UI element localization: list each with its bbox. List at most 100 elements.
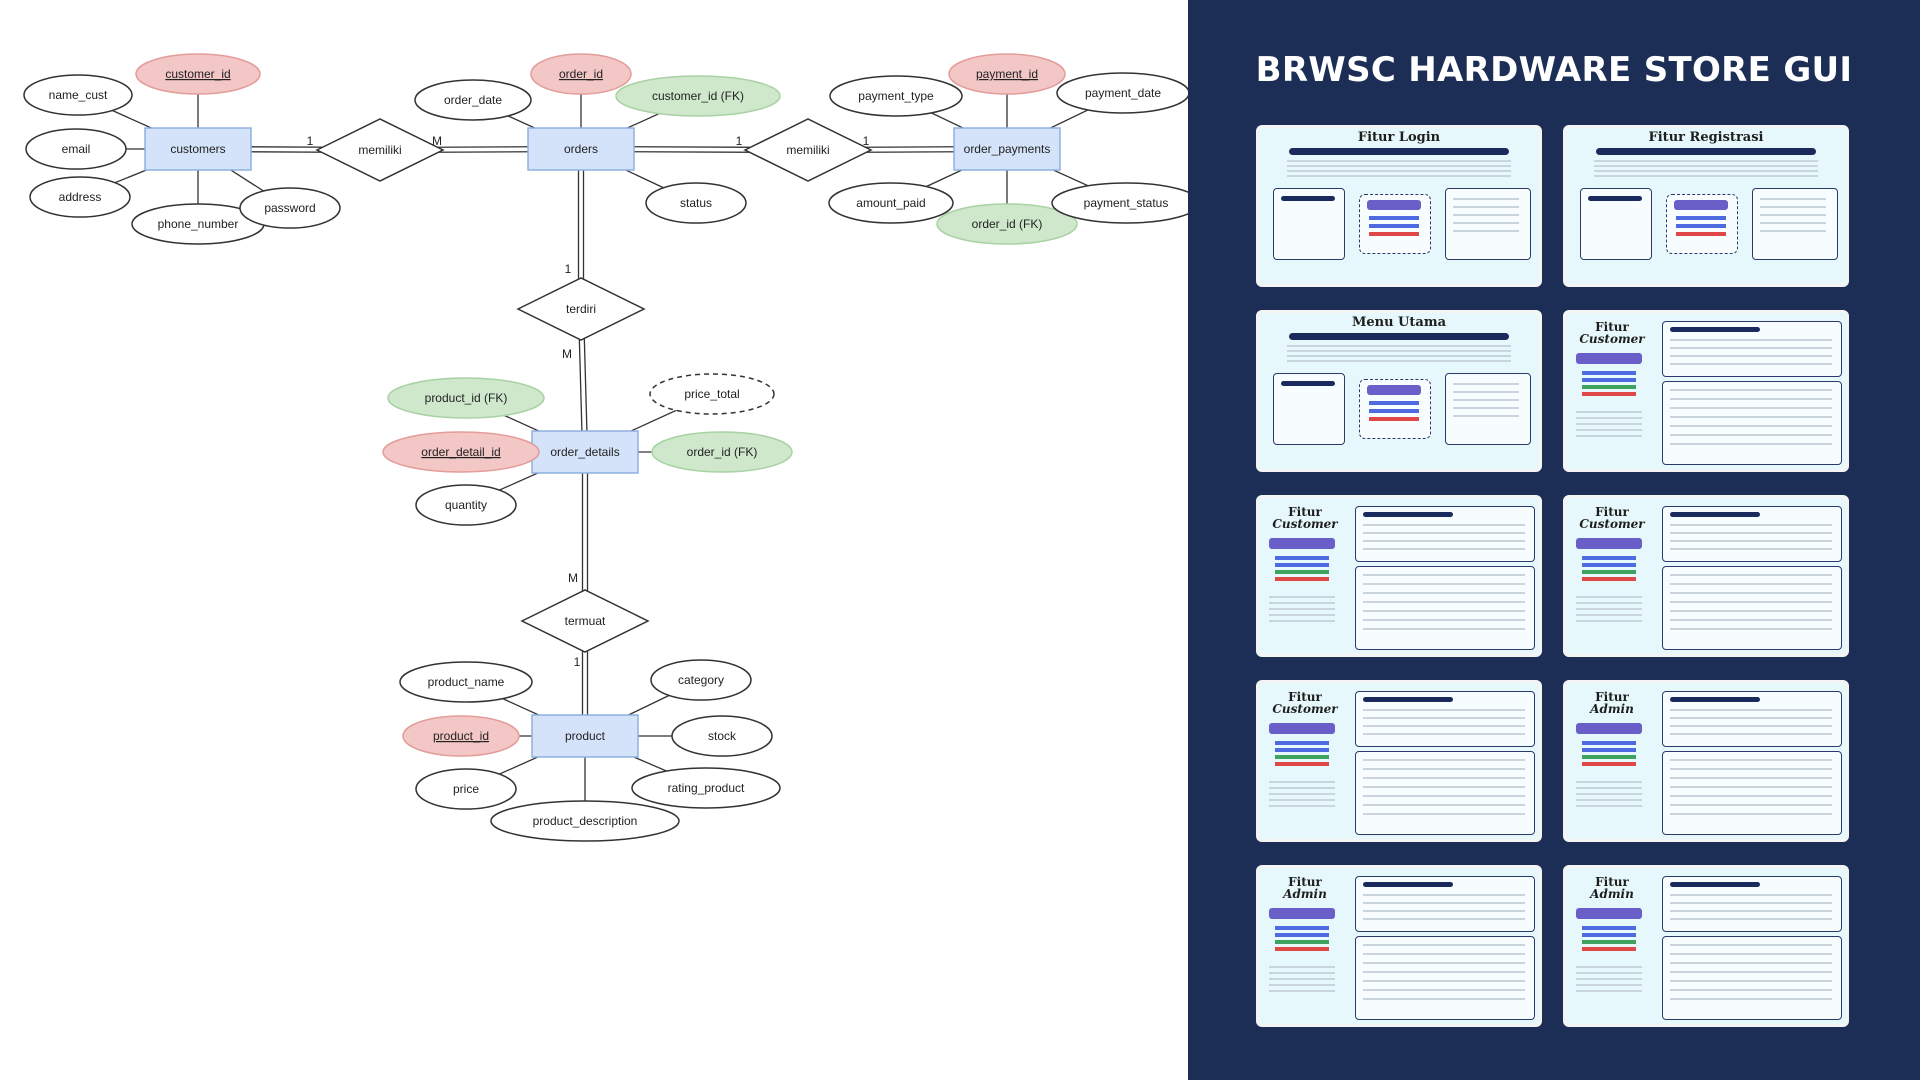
attribute-label: email xyxy=(62,142,91,156)
thumbnail-element xyxy=(1582,392,1636,396)
thumbnail-element xyxy=(1670,804,1832,806)
thumbnail-element xyxy=(1670,768,1832,770)
thumbnail-element xyxy=(1594,170,1818,172)
thumbnail-element xyxy=(1453,399,1519,401)
entity-label: orders xyxy=(564,142,598,156)
attribute-label: product_description xyxy=(533,814,638,828)
thumbnail-element xyxy=(1670,989,1832,991)
thumbnail-element xyxy=(1363,592,1525,594)
thumbnail-element xyxy=(1287,175,1511,177)
thumbnail-element xyxy=(1269,781,1335,783)
thumbnail-element xyxy=(1363,786,1525,788)
cardinality-label: M xyxy=(562,347,572,361)
thumbnail-element xyxy=(1582,933,1636,937)
thumbnail-element xyxy=(1453,407,1519,409)
entity-label: customers xyxy=(170,142,225,156)
thumbnail-element xyxy=(1269,602,1335,604)
attribute-ellipse xyxy=(936,203,1078,245)
attribute-ellipse xyxy=(651,431,793,473)
attribute-normal: amount_paid xyxy=(828,182,954,224)
thumbnail-element xyxy=(1363,989,1525,991)
thumbnail-element xyxy=(1760,230,1826,232)
thumbnail-element xyxy=(1275,762,1329,766)
thumbnail-element xyxy=(1670,619,1832,621)
attribute-ellipse xyxy=(387,377,545,419)
thumbnail-element xyxy=(1369,417,1419,421)
attribute-normal: stock xyxy=(671,715,773,757)
thumbnail-element xyxy=(1369,401,1419,405)
thumbnail-element xyxy=(1453,391,1519,393)
thumbnail-element xyxy=(1355,936,1535,1020)
attribute-normal: category xyxy=(650,659,752,701)
thumbnail-title: Fitur Registrasi xyxy=(1648,130,1764,145)
thumbnail-element xyxy=(1363,953,1525,955)
thumbnail-element xyxy=(1670,795,1832,797)
thumbnail-element xyxy=(1576,602,1642,604)
thumbnail-element xyxy=(1582,556,1636,560)
attribute-label: phone_number xyxy=(158,217,239,231)
entity-box xyxy=(527,127,635,171)
thumbnail-element xyxy=(1594,160,1818,162)
attribute-ellipse xyxy=(671,715,773,757)
entity-label: product xyxy=(565,729,606,743)
thumbnail-element xyxy=(1576,411,1642,413)
entity-orders: orders xyxy=(527,127,635,171)
thumbnail-element xyxy=(1670,971,1832,973)
thumbnail-element xyxy=(1355,566,1535,650)
thumbnail-element xyxy=(1369,224,1419,228)
thumbnail-element xyxy=(1363,813,1525,815)
thumbnail-element xyxy=(1363,998,1525,1000)
attribute-label: product_name xyxy=(428,675,505,689)
thumbnail-element xyxy=(1670,434,1832,436)
thumbnail-element xyxy=(1662,566,1842,650)
thumbnail-element xyxy=(1670,980,1832,982)
cardinality-label: 1 xyxy=(565,262,572,276)
thumbnail-title: Fitur Login xyxy=(1357,130,1441,145)
attribute-ellipse xyxy=(829,75,963,117)
thumbnail-element xyxy=(1363,532,1525,534)
thumbnail-element xyxy=(1269,723,1335,734)
thumbnail-element xyxy=(1287,360,1511,362)
thumbnail-element xyxy=(1363,574,1525,576)
thumbnail-element xyxy=(1363,971,1525,973)
attribute-label: category xyxy=(678,673,724,687)
thumbnail-element xyxy=(1662,381,1842,465)
thumbnail-element xyxy=(1363,725,1525,727)
thumbnail-element xyxy=(1582,755,1636,759)
thumbnail-element xyxy=(1582,762,1636,766)
entity-customers: customers xyxy=(144,127,252,171)
attribute-ellipse xyxy=(490,800,680,842)
thumbnail-element xyxy=(1269,972,1335,974)
thumbnail-element xyxy=(1445,373,1531,445)
thumbnail-element xyxy=(1281,196,1335,201)
thumbnail-element xyxy=(1363,980,1525,982)
relationship-diamond xyxy=(315,118,445,182)
thumbnail-element xyxy=(1269,608,1335,610)
thumbnail-element xyxy=(1363,768,1525,770)
attribute-normal: payment_type xyxy=(829,75,963,117)
attribute-ellipse xyxy=(649,373,775,415)
thumbnail-element xyxy=(1576,799,1642,801)
attribute-ellipse xyxy=(1056,72,1188,114)
thumbnail-element xyxy=(1576,984,1642,986)
thumbnail-element xyxy=(1576,966,1642,968)
thumbnail-element xyxy=(1363,717,1525,719)
thumbnail-element xyxy=(1670,339,1832,341)
thumbnail-element xyxy=(1355,751,1535,835)
thumbnail-element xyxy=(1363,962,1525,964)
thumbnail-element xyxy=(1670,355,1832,357)
thumbnail-element xyxy=(1269,908,1335,919)
thumbnail-element xyxy=(1269,538,1335,549)
thumbnail-element xyxy=(1363,902,1525,904)
entity-box xyxy=(531,714,639,758)
attribute-ellipse xyxy=(29,176,131,218)
relationship-label: memiliki xyxy=(358,143,401,157)
attribute-label: customer_id (FK) xyxy=(652,89,744,103)
thumbnail-element xyxy=(1674,200,1728,210)
thumbnail-element xyxy=(1363,733,1525,735)
